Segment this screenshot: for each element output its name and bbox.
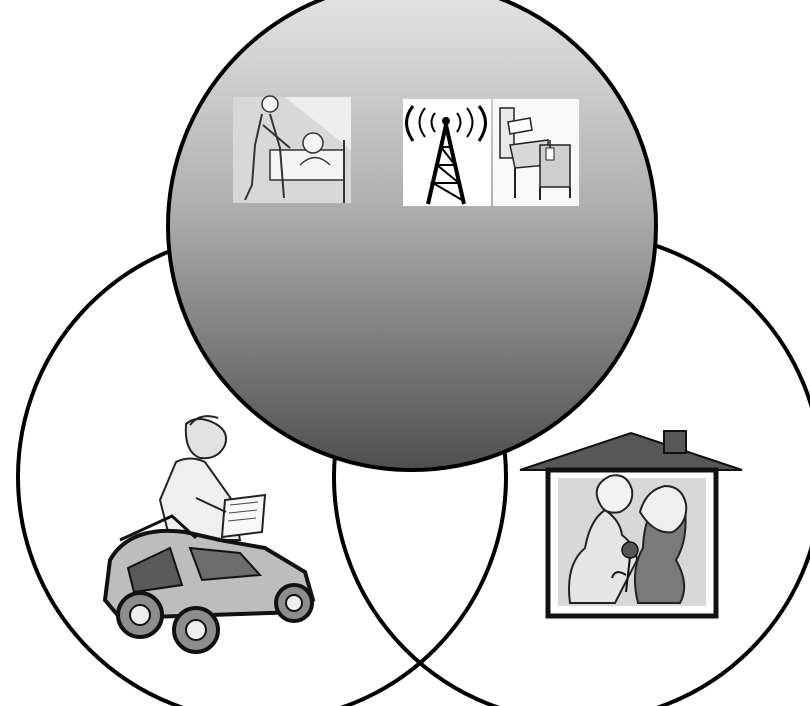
radio-tower-illustration bbox=[403, 99, 491, 206]
top-circle bbox=[168, 0, 656, 470]
house-with-elderly-couple-illustration bbox=[520, 431, 742, 616]
hospital-bed-illustration bbox=[493, 99, 579, 206]
nurse-at-bedside-illustration bbox=[233, 96, 351, 203]
